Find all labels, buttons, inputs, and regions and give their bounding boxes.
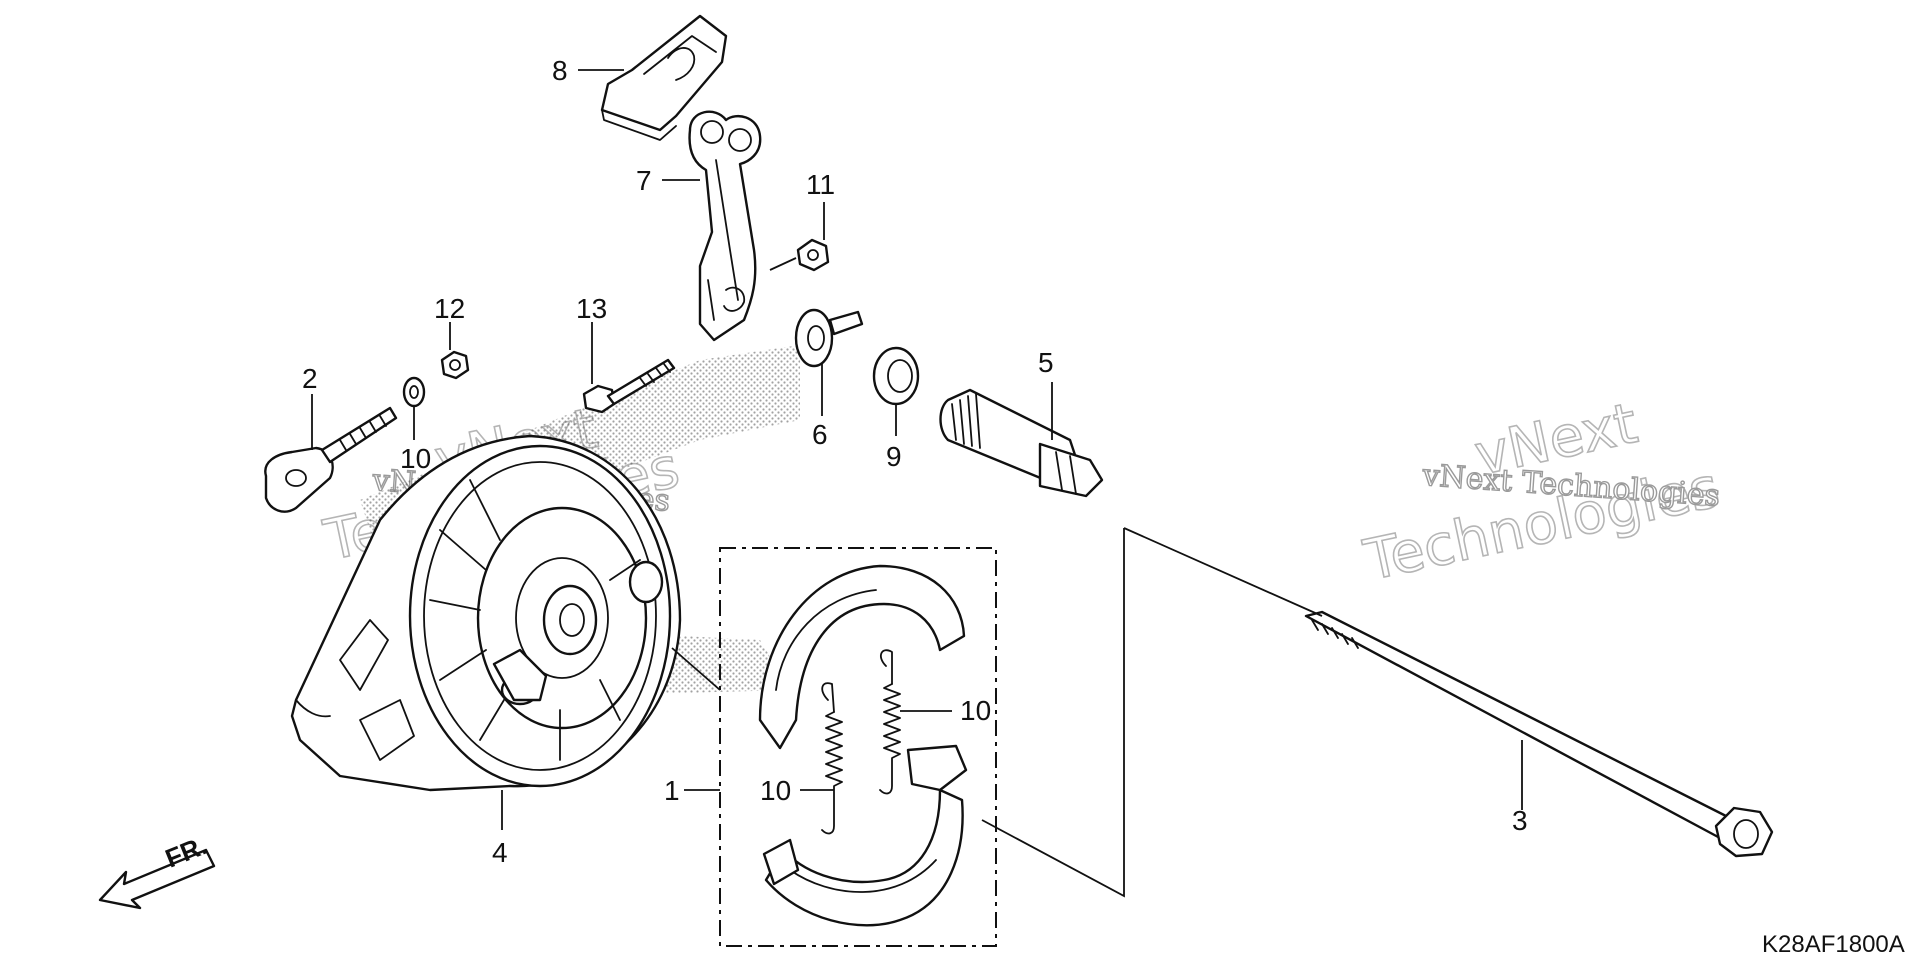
callout-14: 13	[576, 293, 607, 324]
part-11-washer	[402, 376, 426, 408]
callout-1: 1	[664, 775, 680, 806]
part-3-axle	[1304, 610, 1774, 858]
part-6-seal	[794, 308, 864, 368]
part-14-bolt	[582, 358, 676, 414]
part-2-adjuster	[264, 406, 398, 513]
part-12-flange-nut	[796, 238, 830, 272]
part-9-oil-seal	[872, 346, 920, 406]
part-10-springs	[821, 649, 901, 835]
callout-2: 2	[302, 363, 318, 394]
part-4-brake-panel	[290, 434, 682, 792]
callout-9: 9	[886, 441, 902, 472]
diagram-code: K28AF1800A	[1762, 931, 1905, 958]
callout-10-a: 10	[960, 695, 991, 726]
callout-3: 3	[1512, 805, 1528, 836]
part-1-brake-shoes	[719, 547, 997, 947]
part-5-brake-cam	[939, 388, 1104, 498]
part-8-bracket	[600, 14, 728, 141]
part-7-brake-arm	[688, 110, 762, 342]
callout-11: 10	[400, 443, 431, 474]
callout-5: 5	[1038, 347, 1054, 378]
callout-12: 11	[806, 169, 835, 200]
callout-10-b: 10	[760, 775, 791, 806]
callout-13: 12	[434, 293, 465, 324]
leader-lines	[311, 69, 1523, 898]
callout-8: 8	[552, 55, 568, 86]
callout-4: 4	[492, 837, 508, 868]
front-direction-arrow: FR.	[98, 830, 216, 910]
watermark-right: vNext Technologies vNext Technologies	[1358, 390, 1726, 594]
part-13-nut	[440, 350, 470, 380]
callouts: 8 7 11 12 13 2 10 5 6 9 10 10 1 4 3	[302, 55, 1528, 868]
callout-6: 6	[812, 419, 828, 450]
callout-7: 7	[636, 165, 652, 196]
